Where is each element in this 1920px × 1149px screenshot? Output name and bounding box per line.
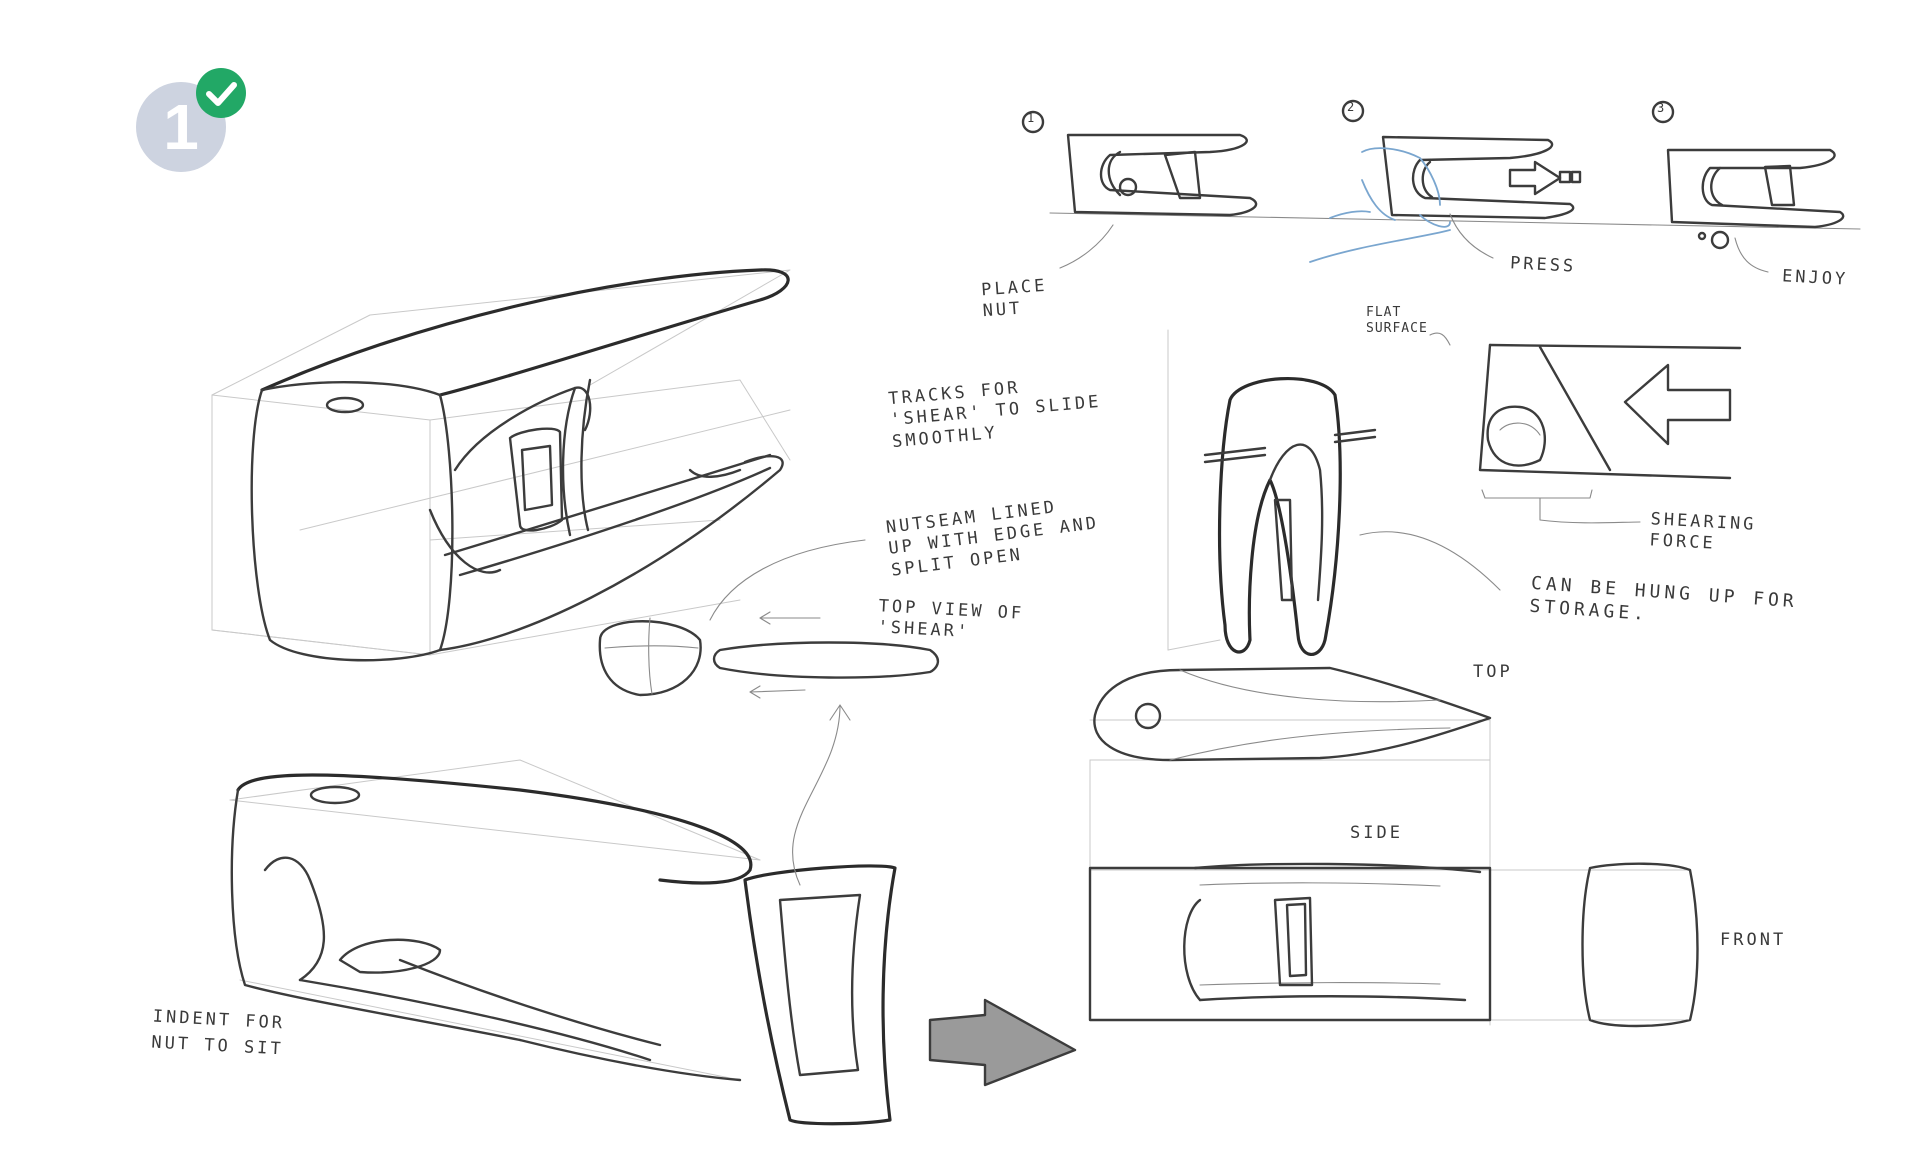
label-indent: INDENT FOR NUT TO SIT — [150, 1006, 286, 1059]
orthographic-views — [1088, 666, 1699, 1028]
main-perspective-sketch — [211, 268, 791, 662]
check-icon — [196, 68, 246, 118]
label-flat-surface: FLAT SURFACE — [1366, 305, 1428, 337]
step-badge-number: 1 — [163, 91, 199, 163]
label-side: SIDE — [1350, 823, 1403, 843]
shearing-force-detail — [1429, 332, 1742, 524]
step-sequence-sketch — [1021, 99, 1861, 273]
step-3-number: 3 — [1657, 101, 1665, 115]
label-top: TOP — [1473, 662, 1513, 682]
label-place-nut: PLACE NUT — [980, 275, 1049, 322]
label-top-view-shear: TOP VIEW OF 'SHEAR' — [877, 596, 1025, 643]
label-shearing-force: SHEARING FORCE — [1649, 509, 1757, 554]
step-1-number: 1 — [1027, 111, 1035, 125]
label-enjoy: ENJOY — [1781, 266, 1849, 290]
hang-up-sketch — [1167, 329, 1501, 656]
exploded-view-sketch — [229, 704, 1077, 1126]
label-press: PRESS — [1509, 253, 1577, 277]
label-front: FRONT — [1720, 930, 1787, 950]
step-2-number: 2 — [1347, 100, 1355, 114]
nut-top-view-sketch — [598, 539, 940, 699]
